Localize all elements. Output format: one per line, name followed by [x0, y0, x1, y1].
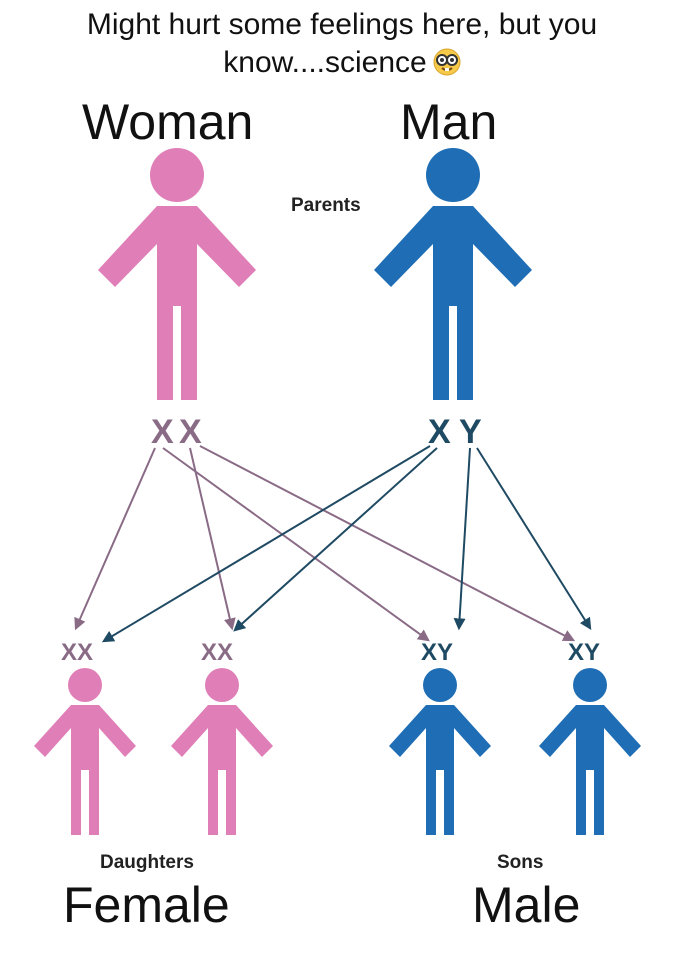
daughter1-chromosomes: XX	[61, 639, 93, 666]
daughter1-figure-icon	[34, 668, 136, 835]
son1-figure-icon	[389, 668, 491, 835]
daughters-label: Daughters	[100, 852, 194, 873]
woman-label: Woman	[82, 94, 254, 150]
arrow-father-to-son1	[453, 447, 471, 631]
daughter2-figure-icon	[171, 668, 273, 835]
maternal-arrows	[74, 445, 576, 642]
arrow-mother-to-son2	[199, 445, 576, 642]
female-label: Female	[63, 877, 230, 933]
caption-line-2: know....science	[0, 44, 684, 82]
daughter2-chromosomes: XX	[201, 639, 233, 666]
nerd-face-icon	[433, 48, 461, 76]
parents-label: Parents	[291, 195, 361, 216]
son1-chromosomes: XY	[421, 639, 453, 666]
man-figure-icon	[374, 148, 532, 400]
caption-line-2-text: know....science	[223, 46, 427, 79]
sons-label: Sons	[497, 852, 544, 873]
man-label: Man	[400, 94, 498, 150]
son2-chromosomes: XY	[568, 639, 600, 666]
arrow-father-to-son2	[476, 447, 592, 631]
son2-figure-icon	[539, 668, 641, 835]
woman-figure-icon	[98, 148, 256, 400]
arrow-mother-to-daughter1	[74, 447, 156, 631]
caption-line-1: Might hurt some feelings here, but you	[86, 8, 598, 41]
paternal-arrows	[101, 445, 592, 643]
arrow-father-to-daughter1	[101, 445, 431, 643]
father-chromosome-x: X	[428, 413, 451, 451]
male-label: Male	[472, 877, 581, 933]
mother-chromosome-1: X	[151, 413, 174, 451]
meme-caption: Might hurt some feelings here, but you k…	[0, 6, 684, 82]
arrow-mother-to-son1	[162, 447, 430, 642]
arrow-mother-to-daughter2	[189, 447, 236, 631]
arrow-father-to-daughter2	[233, 447, 438, 632]
mother-chromosome-2: X	[179, 413, 202, 451]
father-chromosome-y: Y	[459, 413, 482, 451]
